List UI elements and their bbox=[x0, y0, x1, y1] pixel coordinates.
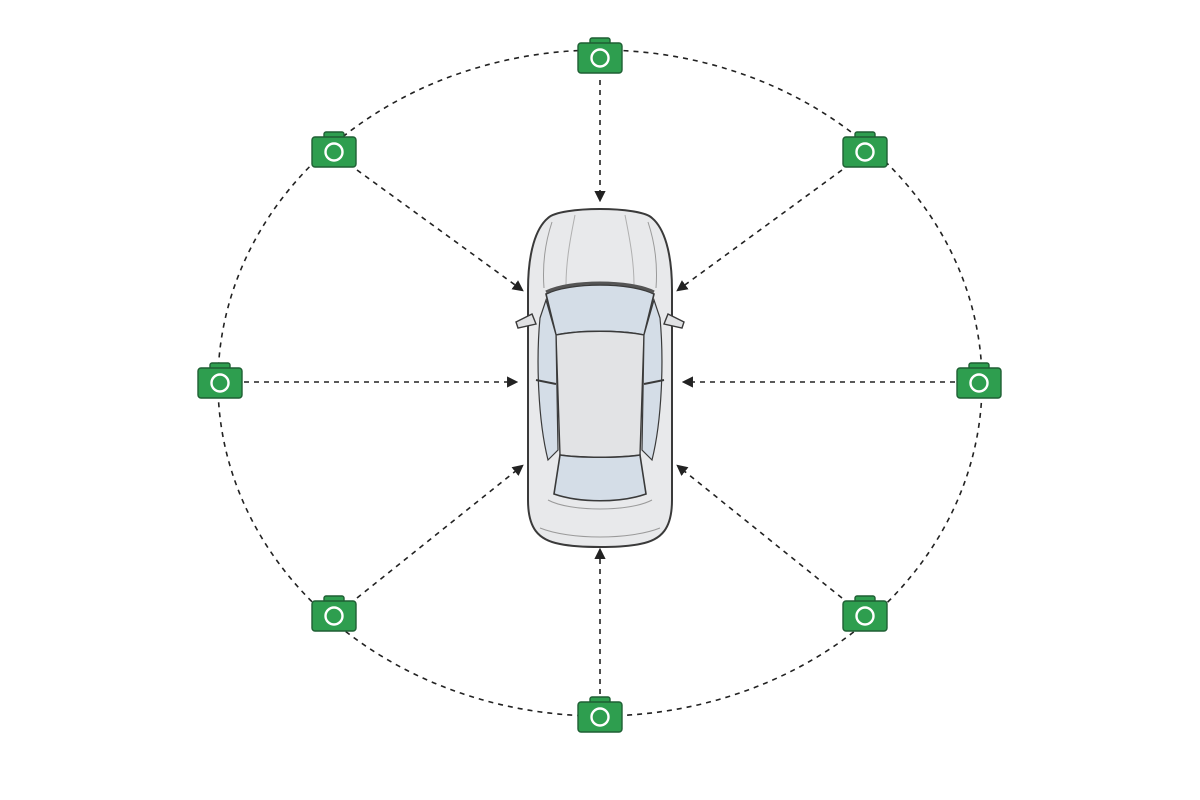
camera-icon bbox=[311, 131, 357, 168]
view-arrow-6 bbox=[356, 464, 524, 599]
view-arrow-8 bbox=[356, 169, 524, 292]
mirror-left bbox=[515, 313, 537, 329]
hood-line-right bbox=[647, 221, 657, 289]
windshield bbox=[545, 284, 655, 336]
camera-icon bbox=[577, 37, 623, 74]
hood-center-crease-2 bbox=[624, 214, 635, 286]
camera-icon bbox=[842, 595, 888, 632]
camera-icon bbox=[197, 362, 243, 399]
camera-icon bbox=[577, 696, 623, 733]
hood-center-crease bbox=[565, 214, 576, 286]
camera-icon bbox=[842, 131, 888, 168]
side-window-left bbox=[537, 297, 559, 462]
view-arrow-2 bbox=[676, 169, 843, 292]
mirror-right bbox=[663, 313, 685, 329]
roof bbox=[555, 330, 645, 458]
b-pillar-right bbox=[643, 379, 665, 385]
hood-line-left bbox=[543, 221, 553, 289]
view-direction-arrows bbox=[244, 80, 955, 694]
view-arrow-4 bbox=[676, 464, 843, 599]
rear-window bbox=[553, 454, 647, 502]
b-pillar-left bbox=[535, 379, 557, 385]
car-top-view bbox=[515, 208, 685, 548]
cameras bbox=[197, 37, 1002, 733]
camera-icon bbox=[956, 362, 1002, 399]
camera-icon bbox=[311, 595, 357, 632]
side-window-right bbox=[641, 297, 663, 462]
windshield-trim bbox=[545, 281, 655, 294]
trunk-line bbox=[547, 499, 653, 510]
rear-bumper-line bbox=[539, 527, 661, 538]
